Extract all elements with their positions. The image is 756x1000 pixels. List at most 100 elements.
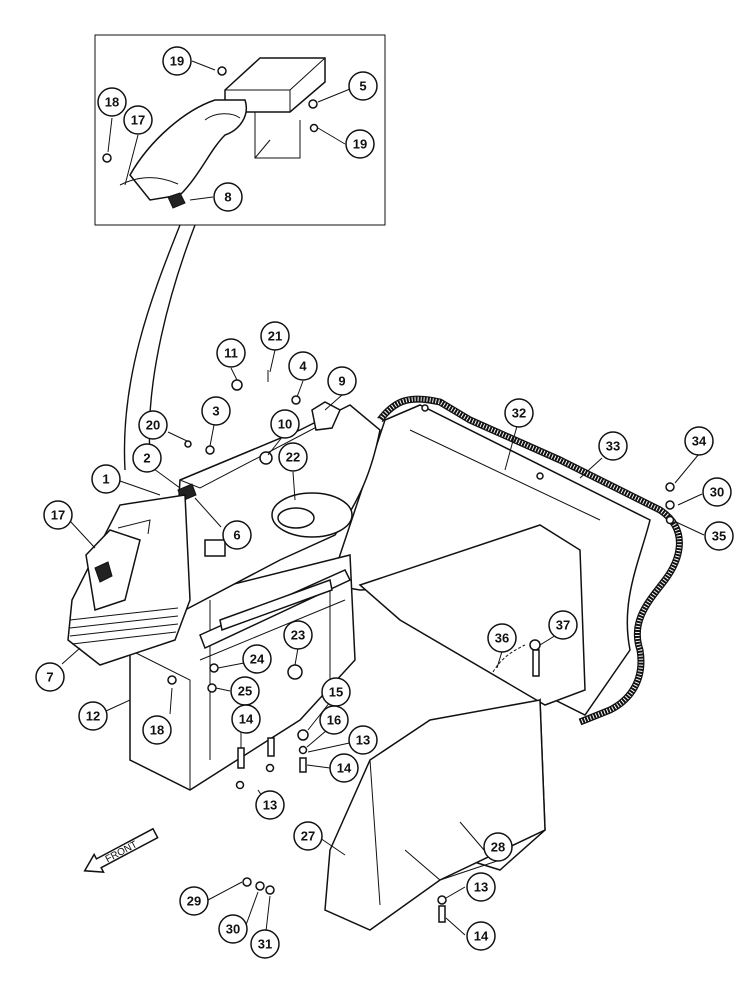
svg-text:6: 6 [233, 528, 240, 543]
callout-6: 6 [222, 520, 252, 550]
svg-text:19: 19 [353, 137, 367, 152]
callout-19a: 19 [162, 46, 192, 76]
svg-text:17: 17 [131, 113, 145, 128]
front-panel-27 [324, 699, 546, 931]
inset-leader-left [123, 224, 181, 471]
callout-27: 27 [293, 821, 323, 851]
svg-text:31: 31 [258, 937, 272, 952]
svg-text:18: 18 [105, 95, 119, 110]
callout-1: 1 [91, 464, 121, 494]
callout-7: 7 [35, 662, 65, 692]
callout-12: 12 [78, 701, 108, 731]
svg-text:8: 8 [224, 190, 231, 205]
callout-35: 35 [704, 521, 734, 551]
callout-14b: 14 [329, 753, 359, 783]
svg-text:14: 14 [239, 712, 254, 727]
callout-9: 9 [327, 366, 357, 396]
inset-screw-19a [217, 66, 227, 76]
svg-text:22: 22 [286, 450, 300, 465]
svg-text:13: 13 [356, 733, 370, 748]
callout-17a: 17 [123, 105, 153, 135]
callout-3: 3 [201, 396, 231, 426]
callout-5: 5 [348, 71, 378, 101]
callout-8: 8 [213, 182, 243, 212]
callout-18a: 18 [97, 87, 127, 117]
callout-33: 33 [598, 431, 628, 461]
joystick-boot [85, 529, 141, 611]
svg-text:30: 30 [710, 485, 724, 500]
callout-10: 10 [270, 409, 300, 439]
callout-13a: 13 [348, 725, 378, 755]
callout-15: 15 [321, 677, 351, 707]
callout-16: 16 [319, 705, 349, 735]
svg-text:7: 7 [46, 670, 53, 685]
callout-11: 11 [216, 338, 246, 368]
inset-detail [94, 34, 386, 226]
callout-24: 24 [242, 644, 272, 674]
leader-lines [61, 60, 705, 941]
svg-text:25: 25 [238, 684, 252, 699]
callout-21: 21 [260, 321, 290, 351]
inset-frame [94, 34, 386, 226]
svg-text:14: 14 [474, 929, 489, 944]
svg-text:28: 28 [491, 840, 505, 855]
lever-9 [311, 401, 341, 431]
inset-clip-8 [167, 192, 186, 209]
svg-text:5: 5 [359, 79, 366, 94]
callout-32: 32 [504, 398, 534, 428]
svg-text:12: 12 [86, 709, 100, 724]
svg-text:14: 14 [337, 761, 352, 776]
svg-text:2: 2 [143, 451, 150, 466]
front-label: FRONT [104, 839, 140, 865]
svg-text:33: 33 [606, 439, 620, 454]
svg-text:4: 4 [299, 359, 307, 374]
svg-text:1: 1 [102, 472, 109, 487]
callout-17b: 17 [43, 500, 73, 530]
callout-13c: 13 [466, 872, 496, 902]
svg-text:36: 36 [495, 631, 509, 646]
svg-text:16: 16 [327, 713, 341, 728]
callout-34: 34 [684, 426, 714, 456]
svg-text:17: 17 [51, 508, 65, 523]
callout-25: 25 [230, 676, 260, 706]
callout-29: 29 [179, 886, 209, 916]
callout-22: 22 [278, 442, 308, 472]
svg-text:10: 10 [278, 417, 292, 432]
console-body [67, 401, 381, 791]
callout-19b: 19 [345, 129, 375, 159]
svg-text:15: 15 [329, 685, 343, 700]
svg-text:29: 29 [187, 894, 201, 909]
svg-text:35: 35 [712, 529, 726, 544]
svg-text:18: 18 [150, 723, 164, 738]
svg-text:23: 23 [291, 628, 305, 643]
svg-text:3: 3 [212, 404, 219, 419]
callout-28: 28 [483, 832, 513, 862]
svg-text:30: 30 [226, 922, 240, 937]
callout-20: 20 [138, 410, 168, 440]
svg-text:32: 32 [512, 406, 526, 421]
callout-37: 37 [548, 610, 578, 640]
svg-text:19: 19 [170, 54, 184, 69]
front-arrow: FRONT [83, 827, 159, 873]
svg-text:13: 13 [263, 798, 277, 813]
hardware [167, 370, 675, 923]
callout-2: 2 [132, 443, 162, 473]
callout-14a: 14 [231, 704, 261, 734]
svg-text:11: 11 [224, 346, 238, 361]
callout-30a: 30 [702, 477, 732, 507]
svg-text:21: 21 [268, 329, 282, 344]
svg-text:37: 37 [556, 618, 570, 633]
svg-text:20: 20 [146, 418, 160, 433]
callout-36: 36 [487, 623, 517, 653]
svg-text:27: 27 [301, 829, 315, 844]
callout-13b: 13 [255, 790, 285, 820]
svg-text:13: 13 [474, 880, 488, 895]
inset-screw-5 [308, 99, 318, 109]
callout-23: 23 [283, 620, 313, 650]
callout-30b: 30 [218, 914, 248, 944]
inset-screw-18 [102, 153, 112, 163]
svg-text:34: 34 [692, 434, 707, 449]
callout-4: 4 [288, 351, 318, 381]
callout-31: 31 [250, 929, 280, 959]
